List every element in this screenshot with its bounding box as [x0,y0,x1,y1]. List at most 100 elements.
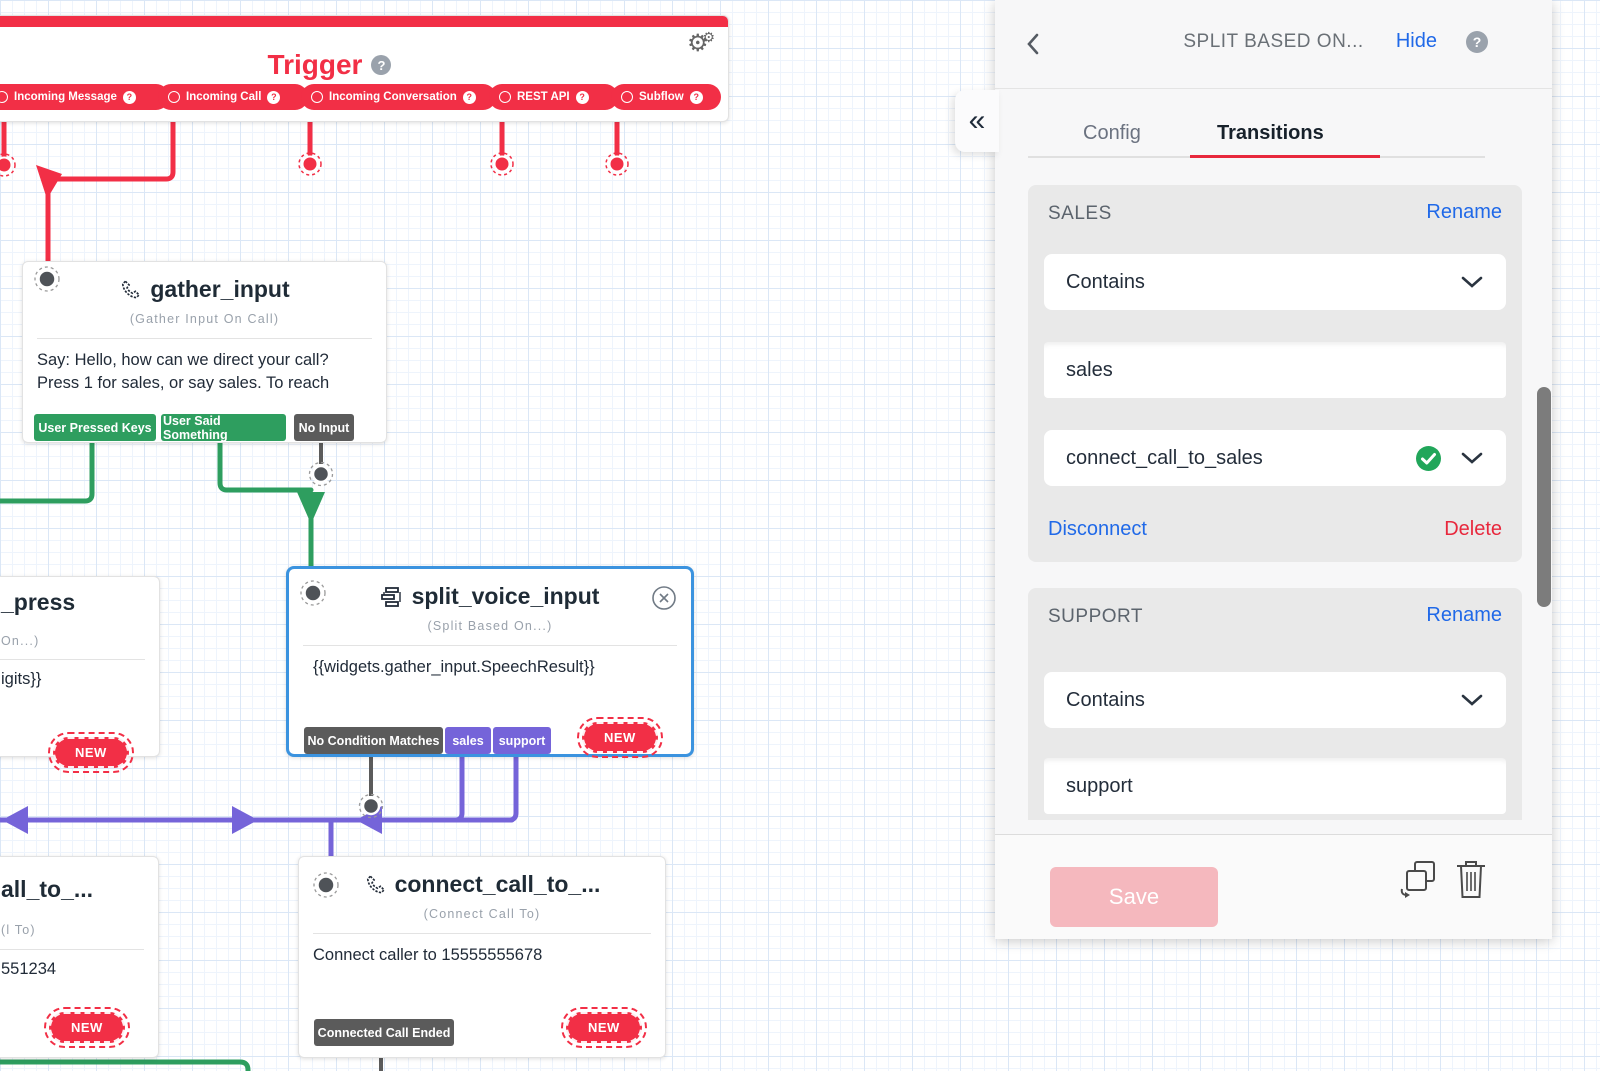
widget-type-label: (Split Based On...) [427,619,553,633]
transition-connected-call-ended[interactable]: Connected Call Ended [314,1019,454,1046]
trigger-widget[interactable]: Trigger ? ⚙⚙ Incoming Message ? Incoming… [0,15,729,122]
pill-port-icon [311,91,323,103]
chevron-down-icon [1461,276,1483,288]
trigger-connectors [1,115,620,273]
transitions-scroll-area[interactable]: SALES Rename Contains connect_call_to_sa… [995,160,1552,820]
transition-name: SUPPORT [1048,606,1144,627]
pill-port-icon [0,91,8,103]
condition-value-input[interactable] [1044,342,1506,398]
chevron-down-icon [1461,452,1483,464]
phone-icon [366,874,385,893]
hide-panel-link[interactable]: Hide [1395,30,1437,52]
trigger-pill-incoming-conversation[interactable]: Incoming Conversation ? [301,84,496,110]
trigger-help-icon[interactable]: ? [371,55,392,75]
divider [0,659,145,660]
widget-title: _press [1,589,76,615]
rename-link[interactable]: Rename [1426,604,1502,626]
trigger-top-bar [0,16,728,27]
delete-widget-trash-icon[interactable] [1453,857,1489,901]
chevron-down-icon [1461,694,1483,706]
widget-title: all_to_... [1,876,94,902]
trigger-pill-incoming-message[interactable]: Incoming Message ? [0,84,169,110]
transition-sales[interactable]: sales [445,727,491,754]
transition-no-condition-matches[interactable]: No Condition Matches [304,727,443,754]
new-transition-button[interactable]: NEW [577,717,663,758]
divider [37,338,372,339]
new-transition-button[interactable]: NEW [561,1007,647,1048]
pill-label: Incoming Message [14,91,117,103]
active-tab-underline [1190,155,1380,158]
widget-type-label: (Gather Input On Call) [129,312,280,326]
duplicate-widget-icon[interactable] [1398,859,1438,901]
pill-help-icon[interactable]: ? [122,90,136,104]
pill-help-icon[interactable]: ? [462,90,476,104]
pill-help-icon[interactable]: ? [689,90,703,104]
save-button[interactable]: Save [1050,867,1218,927]
gather-input-widget[interactable]: gather_input (Gather Input On Call) Say:… [22,261,387,443]
widget-type-label: (Connect Call To) [423,907,541,921]
transition-no-input[interactable]: No Input [294,414,354,441]
trigger-settings-gear-icon[interactable]: ⚙⚙ [687,29,716,57]
operator-value: Contains [1066,688,1145,711]
split-based-on-icon [380,586,401,607]
widget-title: split_voice_input [411,583,600,609]
widget-body: Connect caller to 15555555678 [313,946,543,964]
widget-body: {{widgets.gather_input.SpeechResult}} [313,658,595,676]
divider [303,645,677,646]
new-transition-button[interactable]: NEW [44,1007,130,1048]
partial-press-widget[interactable]: _press On...) igits}} NEW [0,576,160,773]
purple-arrowheads [2,806,382,834]
widget-type-label: On...) [1,634,40,648]
operator-select[interactable]: Contains [1044,254,1506,310]
connect-call-to-widget[interactable]: connect_call_to_... (Connect Call To) Co… [298,856,666,1058]
panel-footer: Save [995,834,1552,939]
operator-select[interactable]: Contains [1044,672,1506,728]
red-endpoint-dots[interactable] [0,152,629,177]
trigger-pill-subflow[interactable]: Subflow ? [611,84,721,110]
partial-connect-sales-widget[interactable]: all_to_... (l To) 551234 NEW [0,856,159,1058]
split-voice-input-widget[interactable]: split_voice_input (Split Based On...) {{… [286,566,694,758]
pill-label: REST API [517,91,570,103]
transition-user-pressed-keys[interactable]: User Pressed Keys [34,414,156,441]
panel-header: SPLIT BASED ON... Hide ? [995,0,1552,89]
widget-title: connect_call_to_... [394,871,601,897]
divider [313,933,651,934]
disconnect-link[interactable]: Disconnect [1048,518,1147,540]
panel-collapse-button[interactable]: « [955,90,999,152]
deselect-close-icon[interactable] [651,585,677,611]
trigger-pill-rest-api[interactable]: REST API ? [489,84,618,110]
back-chevron-icon[interactable] [1023,30,1043,58]
pill-help-icon[interactable]: ? [267,90,281,104]
panel-title: SPLIT BASED ON... [1183,31,1364,52]
pill-port-icon [168,91,180,103]
tab-config[interactable]: Config [1083,122,1141,144]
new-transition-button[interactable]: NEW [48,732,134,773]
tab-transitions[interactable]: Transitions [1217,122,1324,144]
pill-port-icon [499,91,511,103]
widget-title: gather_input [150,276,290,302]
pill-port-icon [621,91,633,103]
operator-value: Contains [1066,270,1145,293]
pill-help-icon[interactable]: ? [575,90,589,104]
widget-body: igits}} [1,670,42,688]
panel-help-icon[interactable]: ? [1466,31,1488,53]
green-arrowhead [297,492,325,524]
connected-check-icon [1416,445,1441,471]
rename-link[interactable]: Rename [1426,201,1502,223]
delete-link[interactable]: Delete [1444,518,1502,540]
condition-value-input[interactable] [1044,758,1506,814]
transition-support[interactable]: support [493,727,551,754]
transition-target-select[interactable]: connect_call_to_sales [1044,430,1506,486]
transition-section-support: SUPPORT Rename Contains [1028,588,1522,820]
pill-label: Incoming Call [186,91,262,103]
widget-type-label: (l To) [1,923,36,937]
pill-label: Subflow [639,91,684,103]
panel-scrollbar-thumb[interactable] [1537,387,1551,607]
transition-section-sales: SALES Rename Contains connect_call_to_sa… [1028,185,1522,562]
transition-user-said-something[interactable]: User Said Something [161,414,286,442]
widget-inspector-panel: SPLIT BASED ON... Hide ? Config Transiti… [995,0,1552,939]
phone-icon [122,279,141,298]
trigger-pill-incoming-call[interactable]: Incoming Call ? [158,84,308,110]
transition-target-value: connect_call_to_sales [1066,446,1263,469]
